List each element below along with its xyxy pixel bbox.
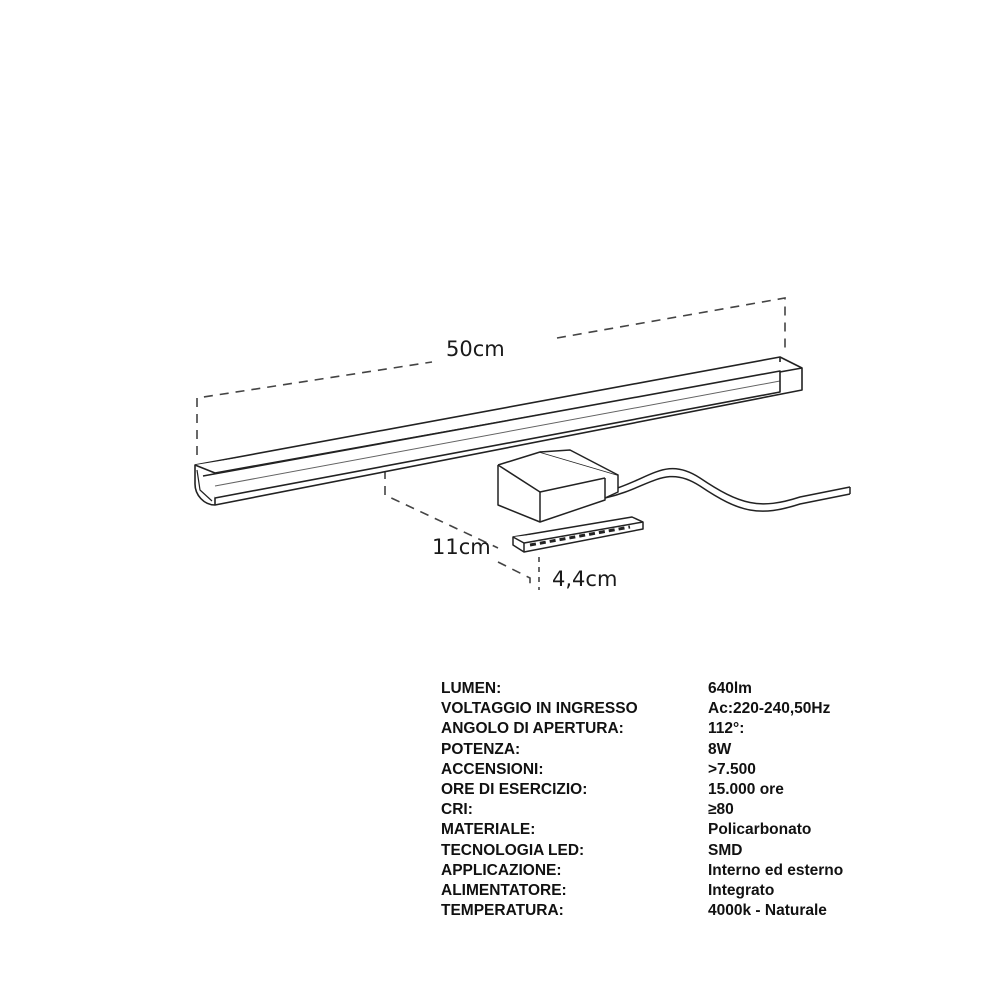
spec-row: POTENZA: 8W: [441, 740, 911, 760]
spec-label: VOLTAGGIO IN INGRESSO: [441, 700, 638, 718]
light-bar: [194, 356, 803, 506]
spec-row: VOLTAGGIO IN INGRESSO Ac:220-240,50Hz: [441, 699, 911, 719]
spec-row: LUMEN: 640lm: [441, 679, 911, 699]
spec-value: ≥80: [708, 801, 734, 819]
spec-row: ANGOLO DI APERTURA: 112°:: [441, 719, 911, 739]
power-cable: [604, 467, 851, 512]
spec-label: ORE DI ESERCIZIO:: [441, 781, 588, 799]
depth-dimension-line: [384, 470, 531, 590]
spec-row: CRI: ≥80: [441, 800, 911, 820]
spec-label: ALIMENTATORE:: [441, 882, 567, 900]
spec-row: APPLICAZIONE: Interno ed esterno: [441, 861, 911, 881]
spec-value: Interno ed esterno: [708, 861, 844, 879]
depth-label: 11cm: [432, 535, 491, 559]
spec-label: POTENZA:: [441, 740, 521, 758]
bracket-width-label: 4,4cm: [552, 567, 617, 591]
spec-label: ACCENSIONI:: [441, 760, 544, 778]
spec-value: Integrato: [708, 882, 775, 900]
spec-value: Policarbonato: [708, 821, 812, 839]
spec-row: ORE DI ESERCIZIO: 15.000 ore: [441, 780, 911, 800]
mounting-bracket: [497, 449, 619, 523]
spec-value: >7.500: [708, 760, 756, 778]
spec-label: APPLICAZIONE:: [441, 861, 562, 879]
spec-value: 640lm: [708, 680, 752, 697]
spec-value: SMD: [708, 841, 743, 859]
spec-row: TECNOLOGIA LED: SMD: [441, 841, 911, 861]
length-label: 50cm: [446, 337, 505, 361]
length-dimension-line: [196, 297, 786, 455]
spec-row: ALIMENTATORE: Integrato: [441, 881, 911, 901]
spec-row: MATERIALE: Policarbonato: [441, 820, 911, 840]
spec-label: CRI:: [441, 801, 473, 819]
spec-row: TEMPERATURA: 4000k - Naturale: [441, 901, 911, 921]
spec-label: MATERIALE:: [441, 821, 536, 839]
spec-value: Ac:220-240,50Hz: [708, 700, 831, 718]
spec-label: TEMPERATURA:: [441, 902, 564, 920]
spec-label: ANGOLO DI APERTURA:: [441, 720, 624, 738]
spec-label: LUMEN:: [441, 680, 502, 697]
spec-value: 4000k - Naturale: [708, 902, 827, 920]
spec-value: 15.000 ore: [708, 781, 784, 799]
wall-plate: [512, 516, 644, 553]
spec-label: TECNOLOGIA LED:: [441, 841, 585, 859]
spec-row: ACCENSIONI: >7.500: [441, 760, 911, 780]
specs-table: LUMEN: 640lm VOLTAGGIO IN INGRESSO Ac:220-…: [441, 679, 911, 921]
spec-value: 8W: [708, 740, 732, 758]
spec-value: 112°:: [708, 720, 745, 738]
